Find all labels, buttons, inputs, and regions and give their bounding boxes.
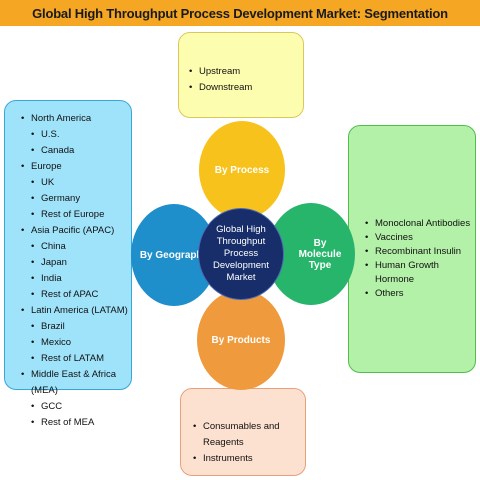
geography-segment-box: North America U.S. Canada Europe UK Germ… [4,100,132,431]
list-item: Rest of MEA [31,415,128,431]
list-item: Vaccines [365,231,475,245]
process-segment-box: Upstream Downstream [178,32,304,118]
list-item: Asia Pacific (APAC) [21,223,128,239]
list-item: Human Growth Hormone [365,259,475,287]
by-products-circle: By Products [197,290,285,390]
list-item: Mexico [31,335,128,351]
list-item: GCC [31,399,128,415]
list-item: North America [21,111,128,127]
center-market-circle: Global High Throughput Process Developme… [198,208,284,300]
list-item: Rest of Europe [31,207,128,223]
list-item: Rest of LATAM [31,351,128,367]
list-item: UK [31,175,128,191]
process-list: Upstream Downstream [189,64,252,96]
list-item: Instruments [193,451,305,467]
list-item: India [31,271,128,287]
list-item: Middle East & Africa (MEA) [21,367,127,399]
list-item: Monoclonal Antibodies [365,217,475,231]
list-item: Upstream [189,64,252,80]
products-list: Consumables and Reagents Instruments [193,419,305,467]
by-process-label: By Process [214,164,270,176]
list-item: Recombinant Insulin [365,245,475,259]
list-item: Japan [31,255,128,271]
list-item: Canada [31,143,128,159]
molecule-list: Monoclonal Antibodies Vaccines Recombina… [365,217,475,301]
by-molecule-type-label: By Molecule Type [298,237,342,271]
geography-list: North America U.S. Canada Europe UK Germ… [21,111,128,431]
by-geography-label: By Geography [139,249,209,261]
list-item: Consumables and Reagents [193,419,305,451]
center-market-label: Global High Throughput Process Developme… [213,224,269,283]
title-bar: Global High Throughput Process Developme… [0,0,480,26]
list-item: Downstream [189,80,252,96]
list-item: U.S. [31,127,128,143]
list-item: Germany [31,191,128,207]
by-process-circle: By Process [199,121,285,219]
by-products-label: By Products [211,334,271,346]
list-item: Latin America (LATAM) [21,303,128,319]
list-item: Europe [21,159,128,175]
molecule-segment-box: Monoclonal Antibodies Vaccines Recombina… [348,125,476,373]
list-item: China [31,239,128,255]
products-segment-box: Consumables and Reagents Instruments [180,388,306,476]
list-item: Others [365,287,475,301]
page-title: Global High Throughput Process Developme… [32,5,448,21]
list-item: Rest of APAC [31,287,128,303]
list-item: Brazil [31,319,128,335]
